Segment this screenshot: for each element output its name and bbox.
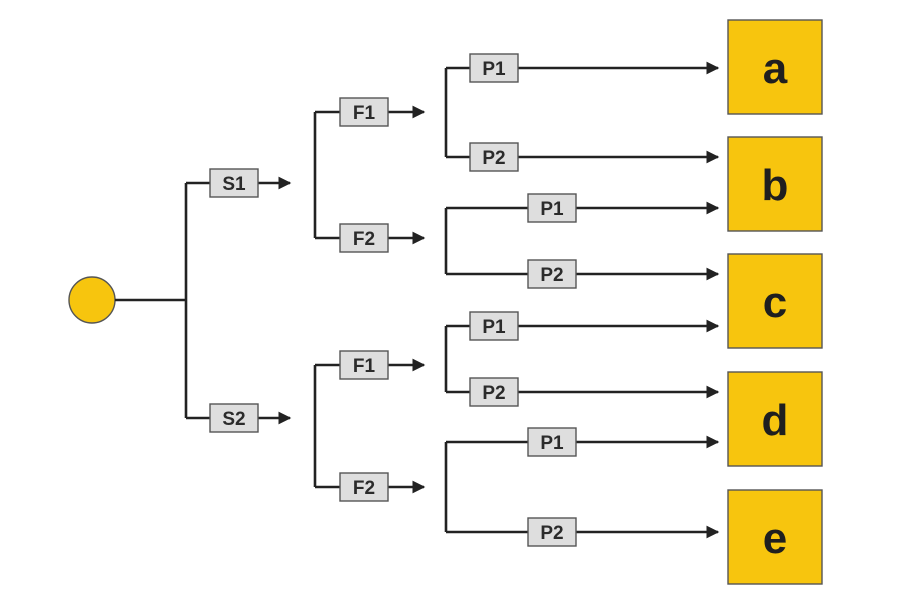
node-s2-f2-p1: P1	[527, 427, 577, 457]
node-s2-f1-p2: P2	[469, 377, 519, 407]
node-s1-f2-p2: P2	[527, 259, 577, 289]
outcome-c-label: c	[763, 278, 787, 327]
node-s2-f1-p1: P1	[469, 311, 519, 341]
node-s2-f2-label: F2	[353, 478, 375, 499]
outcome-d: d	[727, 371, 823, 467]
node-s2-f1: F1	[339, 350, 389, 380]
node-s1-f2: F2	[339, 223, 389, 253]
node-s2-f1-p1-label: P1	[482, 317, 506, 338]
node-s1-f2-p1: P1	[527, 193, 577, 223]
node-s2-f2: F2	[339, 472, 389, 502]
node-s1-label: S1	[222, 174, 246, 195]
node-s1-f1-p2-label: P2	[482, 148, 505, 169]
outcome-b-label: b	[762, 161, 789, 210]
node-s1-f1-label: F1	[353, 103, 376, 124]
node-s1: S1	[209, 168, 259, 198]
node-s2-f2-p2: P2	[527, 517, 577, 547]
node-s1-f1-p1: P1	[469, 53, 519, 83]
outcome-a-label: a	[763, 44, 788, 93]
node-s2-f2-p2-label: P2	[540, 523, 563, 544]
node-s2-f1-p2-label: P2	[482, 383, 505, 404]
node-s2-label: S2	[222, 409, 245, 430]
node-s2: S2	[209, 403, 259, 433]
node-s1-f1-p1-label: P1	[482, 59, 506, 80]
node-s1-f2-p1-label: P1	[540, 199, 564, 220]
outcome-b: b	[727, 136, 823, 232]
node-s2-f2-p1-label: P1	[540, 433, 564, 454]
outcome-d-label: d	[762, 396, 789, 445]
outcome-a: a	[727, 19, 823, 115]
node-s1-f2-label: F2	[353, 229, 375, 250]
root-node	[68, 276, 116, 324]
node-s2-f1-label: F1	[353, 356, 376, 377]
outcome-c: c	[727, 253, 823, 349]
outcome-e: e	[727, 489, 823, 585]
outcome-e-label: e	[763, 514, 787, 563]
node-s1-f1: F1	[339, 97, 389, 127]
node-s1-f1-p2: P2	[469, 142, 519, 172]
node-s1-f2-p2-label: P2	[540, 265, 563, 286]
